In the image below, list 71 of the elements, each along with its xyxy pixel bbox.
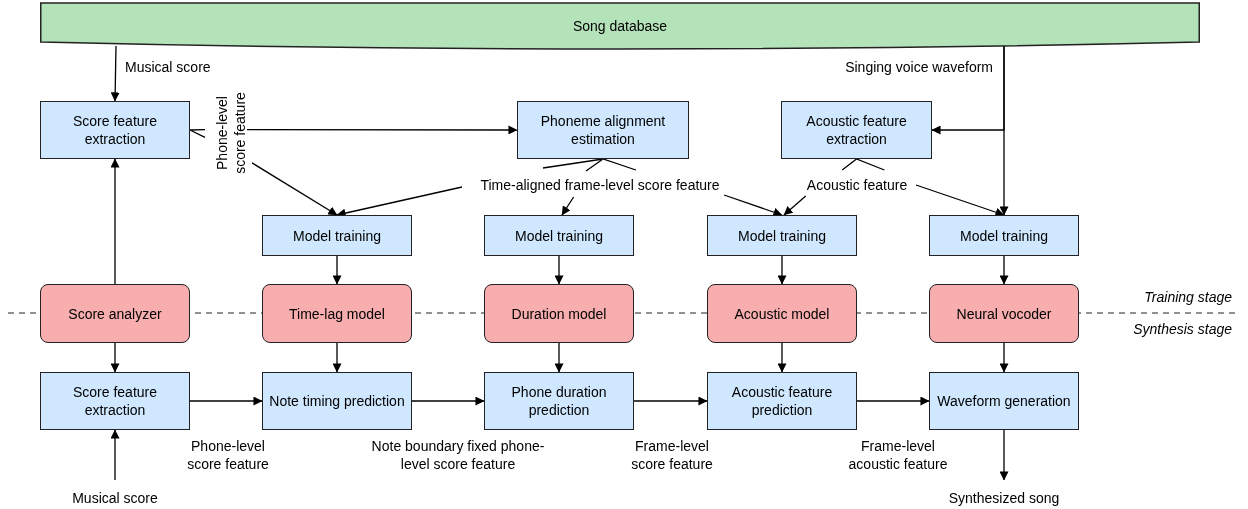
process-box — [484, 215, 634, 256]
step-label: Phoneme alignment estimation — [539, 112, 667, 148]
arrow — [554, 255, 564, 285]
arrow — [723, 194, 783, 217]
stage-label: Training stage — [1144, 289, 1232, 305]
database-cylinder — [40, 2, 1200, 50]
arrow — [999, 429, 1009, 481]
process-box — [707, 372, 857, 430]
feature-label: Acoustic feature — [800, 175, 914, 195]
process-box — [40, 101, 190, 159]
arrow — [110, 342, 120, 373]
step-label: Note timing prediction — [269, 392, 405, 410]
feature-label: Phone-level score feature — [208, 85, 252, 180]
arrow — [777, 342, 787, 373]
feature-label: Musical score — [60, 488, 170, 508]
model-box — [707, 284, 857, 343]
arrow — [411, 396, 485, 406]
step-label: Model training — [960, 226, 1048, 245]
arrow — [110, 429, 120, 481]
arrow — [251, 162, 338, 216]
arrow — [189, 396, 263, 406]
step-label: Model training — [293, 226, 381, 245]
step-label: Phone duration prediction — [510, 383, 608, 419]
process-box — [484, 372, 634, 430]
step-label: Score feature extraction — [71, 383, 159, 419]
model-box — [40, 284, 190, 343]
process-box — [707, 215, 857, 256]
process-box — [262, 215, 412, 256]
step-label: Model training — [515, 226, 603, 245]
arrow — [999, 255, 1009, 285]
arrow — [332, 342, 342, 373]
arrow — [110, 158, 120, 285]
arrow — [915, 184, 1005, 217]
model-box — [929, 284, 1079, 343]
arrow — [999, 44, 1009, 216]
arrow — [633, 396, 708, 406]
arrow — [554, 342, 564, 373]
arrow — [783, 195, 807, 216]
connector-line — [542, 158, 637, 172]
arrow — [561, 196, 575, 216]
step-label: Acoustic model — [734, 304, 830, 323]
process-box — [40, 372, 190, 430]
model-box — [484, 284, 634, 343]
step-label: Time-lag model — [289, 304, 385, 323]
step-label: Duration model — [511, 304, 607, 323]
edge-label: Singing voice waveform — [845, 58, 993, 76]
process-box — [781, 101, 932, 159]
process-box — [929, 372, 1079, 430]
connector-line — [189, 129, 206, 138]
arrow — [999, 342, 1009, 373]
arrow — [777, 255, 787, 285]
process-box — [262, 372, 412, 430]
step-label: Acoustic feature prediction — [730, 383, 834, 419]
process-box — [929, 215, 1079, 256]
step-label: Song database — [572, 17, 668, 35]
arrow — [246, 125, 518, 135]
arrow — [332, 255, 342, 285]
feature-label: Synthesized song — [939, 488, 1069, 508]
arrow — [110, 45, 120, 102]
step-label: Model training — [738, 226, 826, 245]
feature-label: Time-aligned frame-level score feature — [468, 175, 732, 195]
step-label: Acoustic feature extraction — [805, 112, 908, 148]
arrow — [856, 396, 930, 406]
step-label: Waveform generation — [937, 392, 1071, 410]
stage-label: Synthesis stage — [1133, 321, 1232, 337]
connector-line — [841, 158, 886, 171]
model-box — [262, 284, 412, 343]
process-box — [517, 101, 689, 159]
step-label: Score feature extraction — [71, 112, 159, 148]
step-label: Score analyzer — [68, 304, 162, 323]
step-label: Neural vocoder — [956, 304, 1052, 323]
